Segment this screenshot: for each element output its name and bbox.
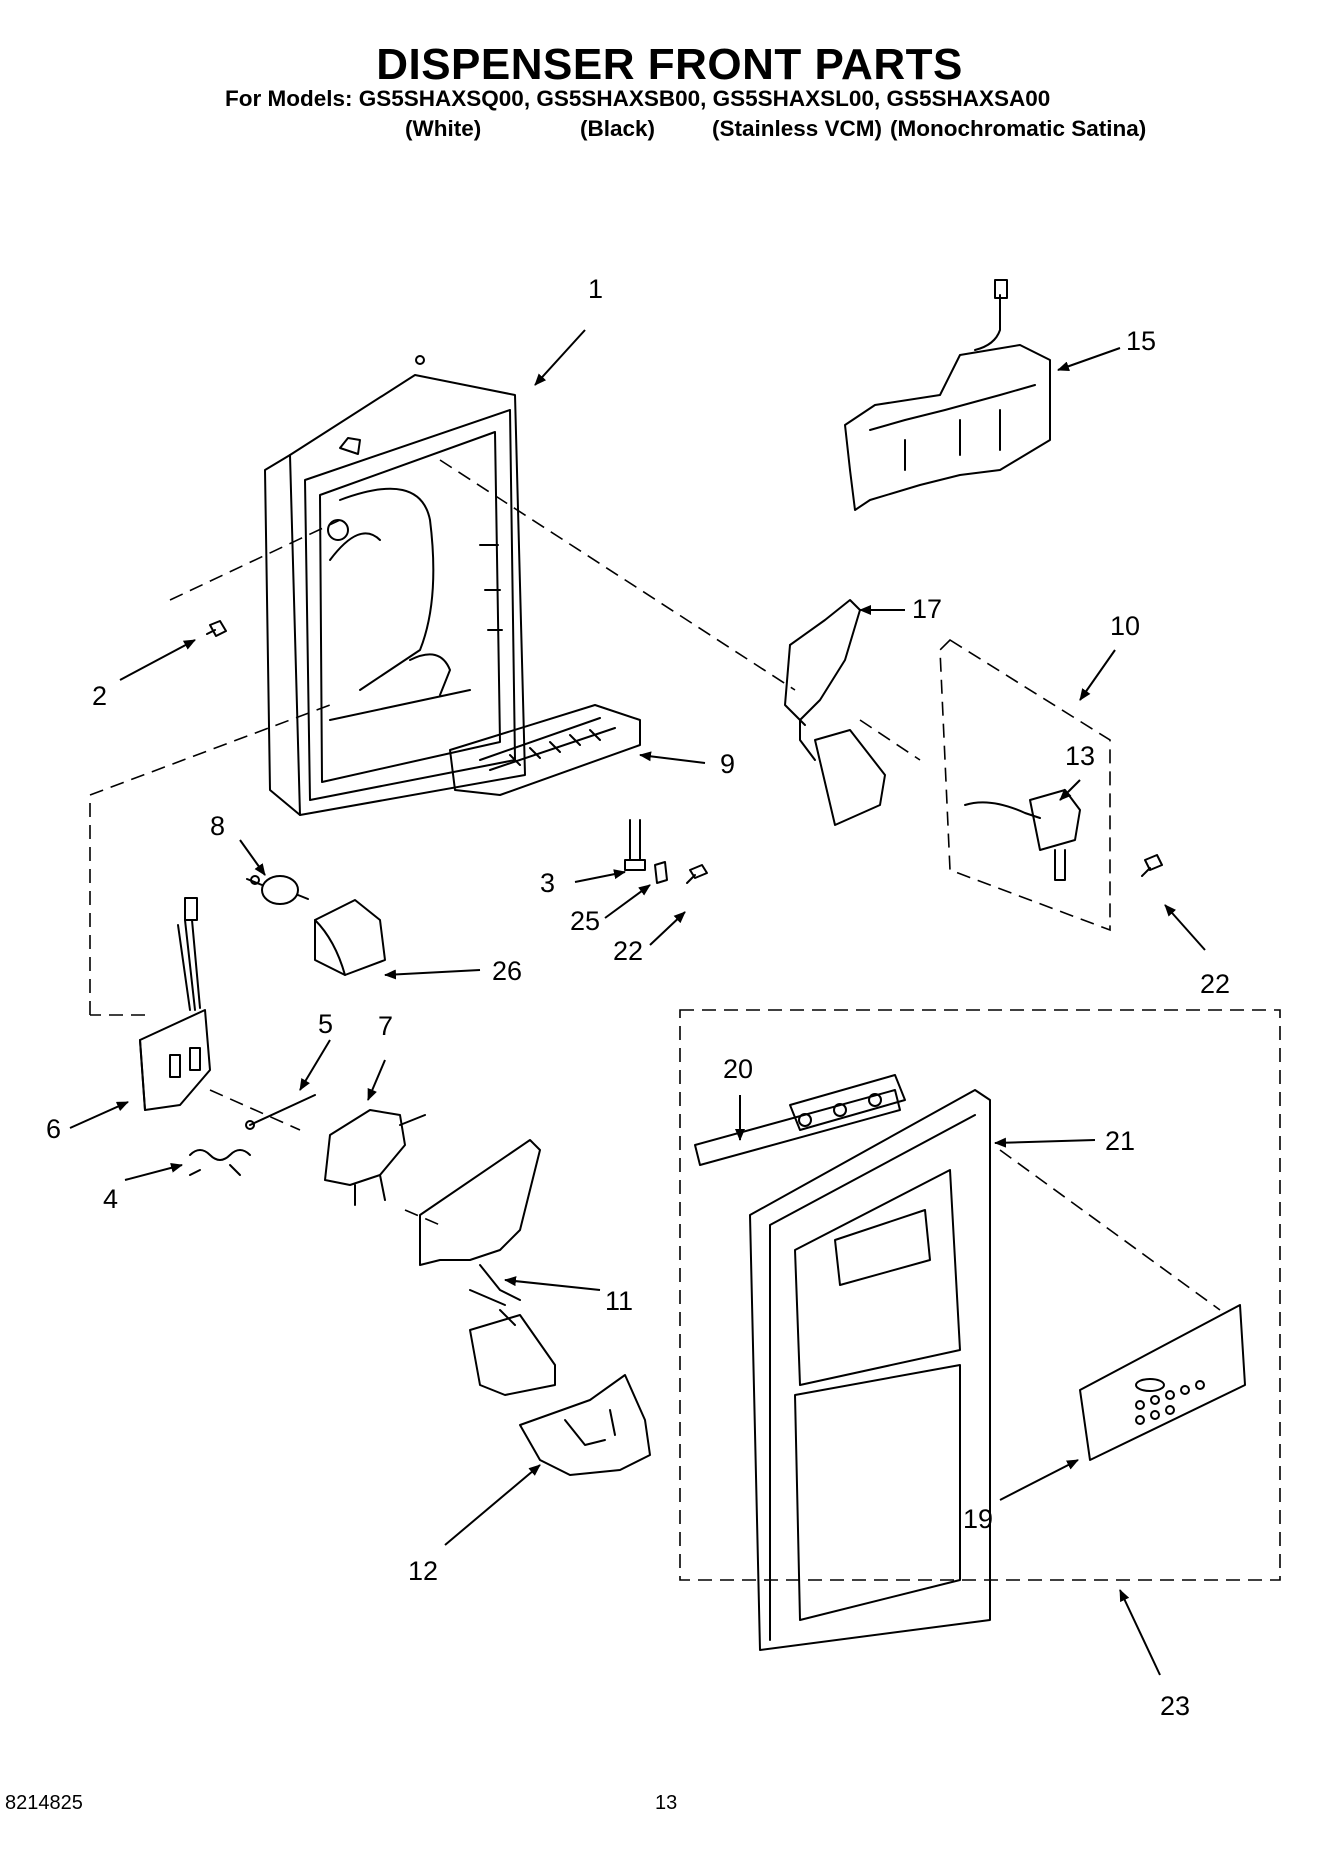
page-title: DISPENSER FRONT PARTS bbox=[376, 40, 963, 89]
leader-lines bbox=[69, 329, 1206, 1676]
page-number: 13 bbox=[655, 1792, 678, 1814]
callout-23: 23 bbox=[1160, 1691, 1190, 1721]
callout-1: 1 bbox=[588, 274, 603, 304]
callout-21: 21 bbox=[1105, 1126, 1135, 1156]
callout-4: 4 bbox=[103, 1184, 118, 1214]
part-control-box bbox=[139, 897, 211, 1111]
callout-labels: 1 15 17 10 2 9 13 8 3 25 22 22 26 5 7 6 … bbox=[46, 274, 1230, 1721]
callout-10: 10 bbox=[1110, 611, 1140, 641]
callout-12: 12 bbox=[408, 1556, 438, 1586]
document-number: 8214825 bbox=[5, 1792, 83, 1814]
part-housing bbox=[264, 355, 526, 816]
callout-19: 19 bbox=[963, 1504, 993, 1534]
callout-22-right: 22 bbox=[1200, 969, 1230, 999]
part-actuator bbox=[324, 1109, 426, 1206]
callout-22-left: 22 bbox=[613, 936, 643, 966]
assembly-lines bbox=[89, 459, 1281, 1581]
variant-stainless: (Stainless VCM) bbox=[712, 116, 883, 141]
callout-11: 11 bbox=[605, 1286, 633, 1316]
part-lever bbox=[784, 599, 886, 826]
variant-black: (Black) bbox=[580, 116, 656, 141]
part-ice-chute bbox=[519, 1374, 651, 1476]
part-motor bbox=[246, 875, 309, 905]
part-bracket bbox=[694, 1074, 906, 1166]
callout-5: 5 bbox=[318, 1009, 333, 1039]
part-rod-spring bbox=[189, 1094, 316, 1176]
callout-8: 8 bbox=[210, 811, 225, 841]
callout-9: 9 bbox=[720, 749, 735, 779]
part-grille bbox=[449, 704, 641, 796]
part-control-panel bbox=[1079, 1304, 1246, 1461]
callout-17: 17 bbox=[912, 594, 942, 624]
variant-monochromatic: (Monochromatic Satina) bbox=[890, 116, 1147, 141]
part-switch bbox=[964, 789, 1081, 881]
callout-2: 2 bbox=[92, 681, 107, 711]
variant-white: (White) bbox=[405, 116, 482, 141]
part-ice-paddle bbox=[419, 1139, 556, 1396]
callout-6: 6 bbox=[46, 1114, 61, 1144]
callout-20: 20 bbox=[723, 1054, 753, 1084]
part-module bbox=[844, 279, 1051, 511]
callout-13: 13 bbox=[1065, 741, 1095, 771]
part-front-frame bbox=[749, 1089, 991, 1651]
callout-25: 25 bbox=[570, 906, 600, 936]
callout-15: 15 bbox=[1126, 326, 1156, 356]
callout-7: 7 bbox=[378, 1011, 393, 1041]
part-small-hardware bbox=[206, 620, 1163, 884]
callout-26: 26 bbox=[492, 956, 522, 986]
callout-3: 3 bbox=[540, 868, 555, 898]
part-cover bbox=[314, 899, 386, 976]
models-line: For Models: GS5SHAXSQ00, GS5SHAXSB00, GS… bbox=[225, 86, 1051, 111]
